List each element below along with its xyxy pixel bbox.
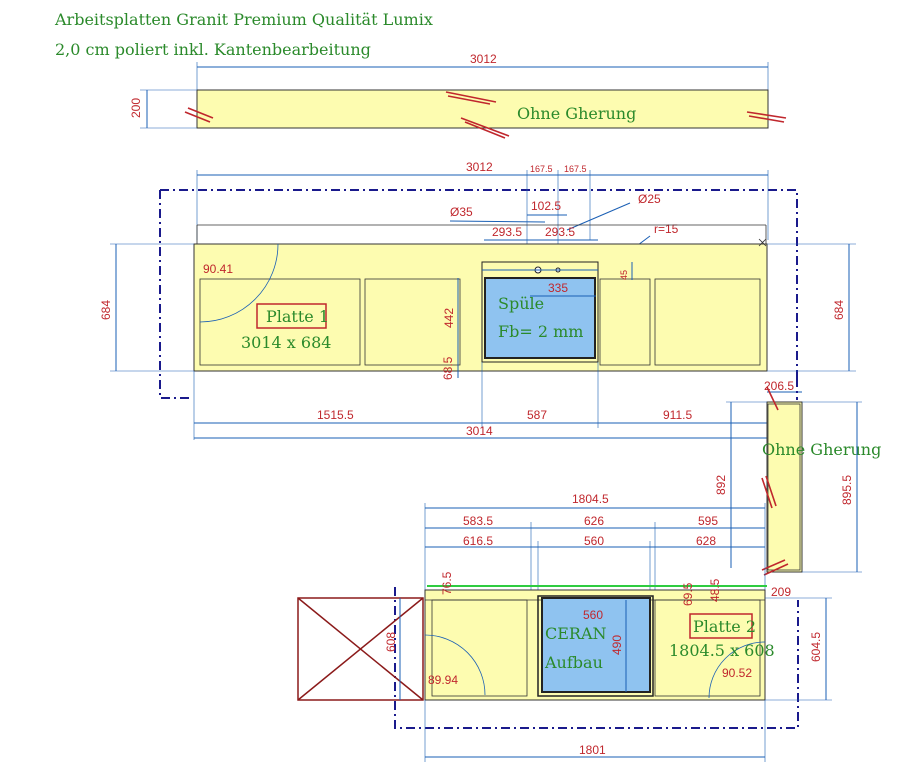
plate1-size: 3014 x 684 bbox=[241, 333, 331, 352]
dim-plate1-right-depth: 684 bbox=[832, 300, 846, 320]
plate-2: 1804.5 583.5 626 595 616.5 560 628 560 4… bbox=[297, 378, 832, 762]
dim-top-strip-width: 3012 bbox=[470, 52, 497, 66]
dim-895: 895.5 bbox=[840, 475, 854, 505]
plate2-angle-left: 89.94 bbox=[428, 673, 458, 687]
dim-bottom-587: 587 bbox=[527, 408, 547, 422]
dim-45: 45 bbox=[619, 270, 629, 280]
corner-cross-box bbox=[297, 597, 424, 701]
dim-608: 608 bbox=[384, 632, 398, 652]
plate-1: 3012 167.5 167.5 Ø25 102.5 Ø35 293.5 293… bbox=[99, 160, 856, 440]
dim-bottom-911: 911.5 bbox=[663, 408, 692, 422]
top-strip-label: Ohne Gherung bbox=[517, 104, 636, 123]
dim-plate1-top-width: 3012 bbox=[466, 160, 493, 174]
dim-583: 583.5 bbox=[463, 514, 493, 528]
dim-560-inner: 560 bbox=[583, 608, 603, 622]
dim-hole-left: Ø35 bbox=[450, 205, 473, 219]
dim-plate1-left-depth: 684 bbox=[99, 300, 113, 320]
dim-892: 892 bbox=[714, 475, 728, 495]
dim-442: 442 bbox=[442, 308, 456, 328]
dim-560: 560 bbox=[584, 534, 604, 548]
plate1-angle: 90.41 bbox=[203, 262, 233, 276]
header-title-line1: Arbeitsplatten Granit Premium Qualität L… bbox=[54, 10, 433, 29]
dim-616: 616.5 bbox=[463, 534, 493, 548]
dim-69: 69.5 bbox=[681, 582, 695, 606]
hob-label-2: Aufbau bbox=[544, 653, 603, 672]
dim-1801: 1801 bbox=[579, 743, 606, 757]
dim-68: 68.5 bbox=[441, 356, 455, 380]
plate2-name: Platte 2 bbox=[693, 617, 756, 636]
plate2-size: 1804.5 x 608 bbox=[669, 641, 775, 660]
dim-plate1-167-right: 167.5 bbox=[564, 164, 587, 174]
hob-label-1: CERAN bbox=[545, 624, 607, 643]
dim-1804: 1804.5 bbox=[572, 492, 609, 506]
dim-293-right: 293.5 bbox=[545, 225, 575, 239]
dim-radius: r=15 bbox=[654, 222, 679, 236]
plate1-name-box bbox=[256, 303, 327, 329]
sink-label-1: Spüle bbox=[498, 294, 544, 313]
dim-293-left: 293.5 bbox=[492, 225, 522, 239]
plate2-name-box bbox=[689, 613, 753, 639]
dim-top-strip-height: 200 bbox=[129, 98, 143, 118]
dim-bottom-total: 3014 bbox=[466, 424, 493, 438]
dim-335: 335 bbox=[548, 281, 568, 295]
side-strip-slab bbox=[766, 401, 803, 573]
sink-label-2: Fb= 2 mm bbox=[498, 322, 583, 341]
dim-206: 206.5 bbox=[764, 379, 794, 393]
dim-76: 76.5 bbox=[440, 571, 454, 595]
dim-604: 604.5 bbox=[809, 632, 823, 662]
header-title-line2: 2,0 cm poliert inkl. Kantenbearbeitung bbox=[55, 40, 371, 59]
dim-595: 595 bbox=[698, 514, 718, 528]
plate1-slab bbox=[193, 243, 768, 372]
ceran-hob-cutout bbox=[541, 597, 651, 693]
plate2-angle-right: 90.52 bbox=[722, 666, 752, 680]
dim-hole-right: Ø25 bbox=[638, 192, 661, 206]
dim-209: 209 bbox=[771, 585, 791, 599]
dim-626: 626 bbox=[584, 514, 604, 528]
sink-cutout bbox=[484, 277, 596, 359]
dim-48: 48.5 bbox=[708, 578, 722, 602]
dim-bottom-1515: 1515.5 bbox=[317, 408, 354, 422]
dim-490: 490 bbox=[610, 635, 624, 655]
dim-plate1-167-left: 167.5 bbox=[530, 164, 553, 174]
top-strip: 3012 200 Ohne Gherung bbox=[129, 52, 787, 139]
side-strip: 206.5 Ohne Gherung 892 895.5 bbox=[714, 379, 881, 576]
top-strip-slab bbox=[196, 89, 769, 129]
plate1-name: Platte 1 bbox=[266, 307, 329, 326]
dim-628: 628 bbox=[696, 534, 716, 548]
side-strip-label: Ohne Gherung bbox=[762, 440, 881, 459]
dim-102: 102.5 bbox=[531, 199, 561, 213]
